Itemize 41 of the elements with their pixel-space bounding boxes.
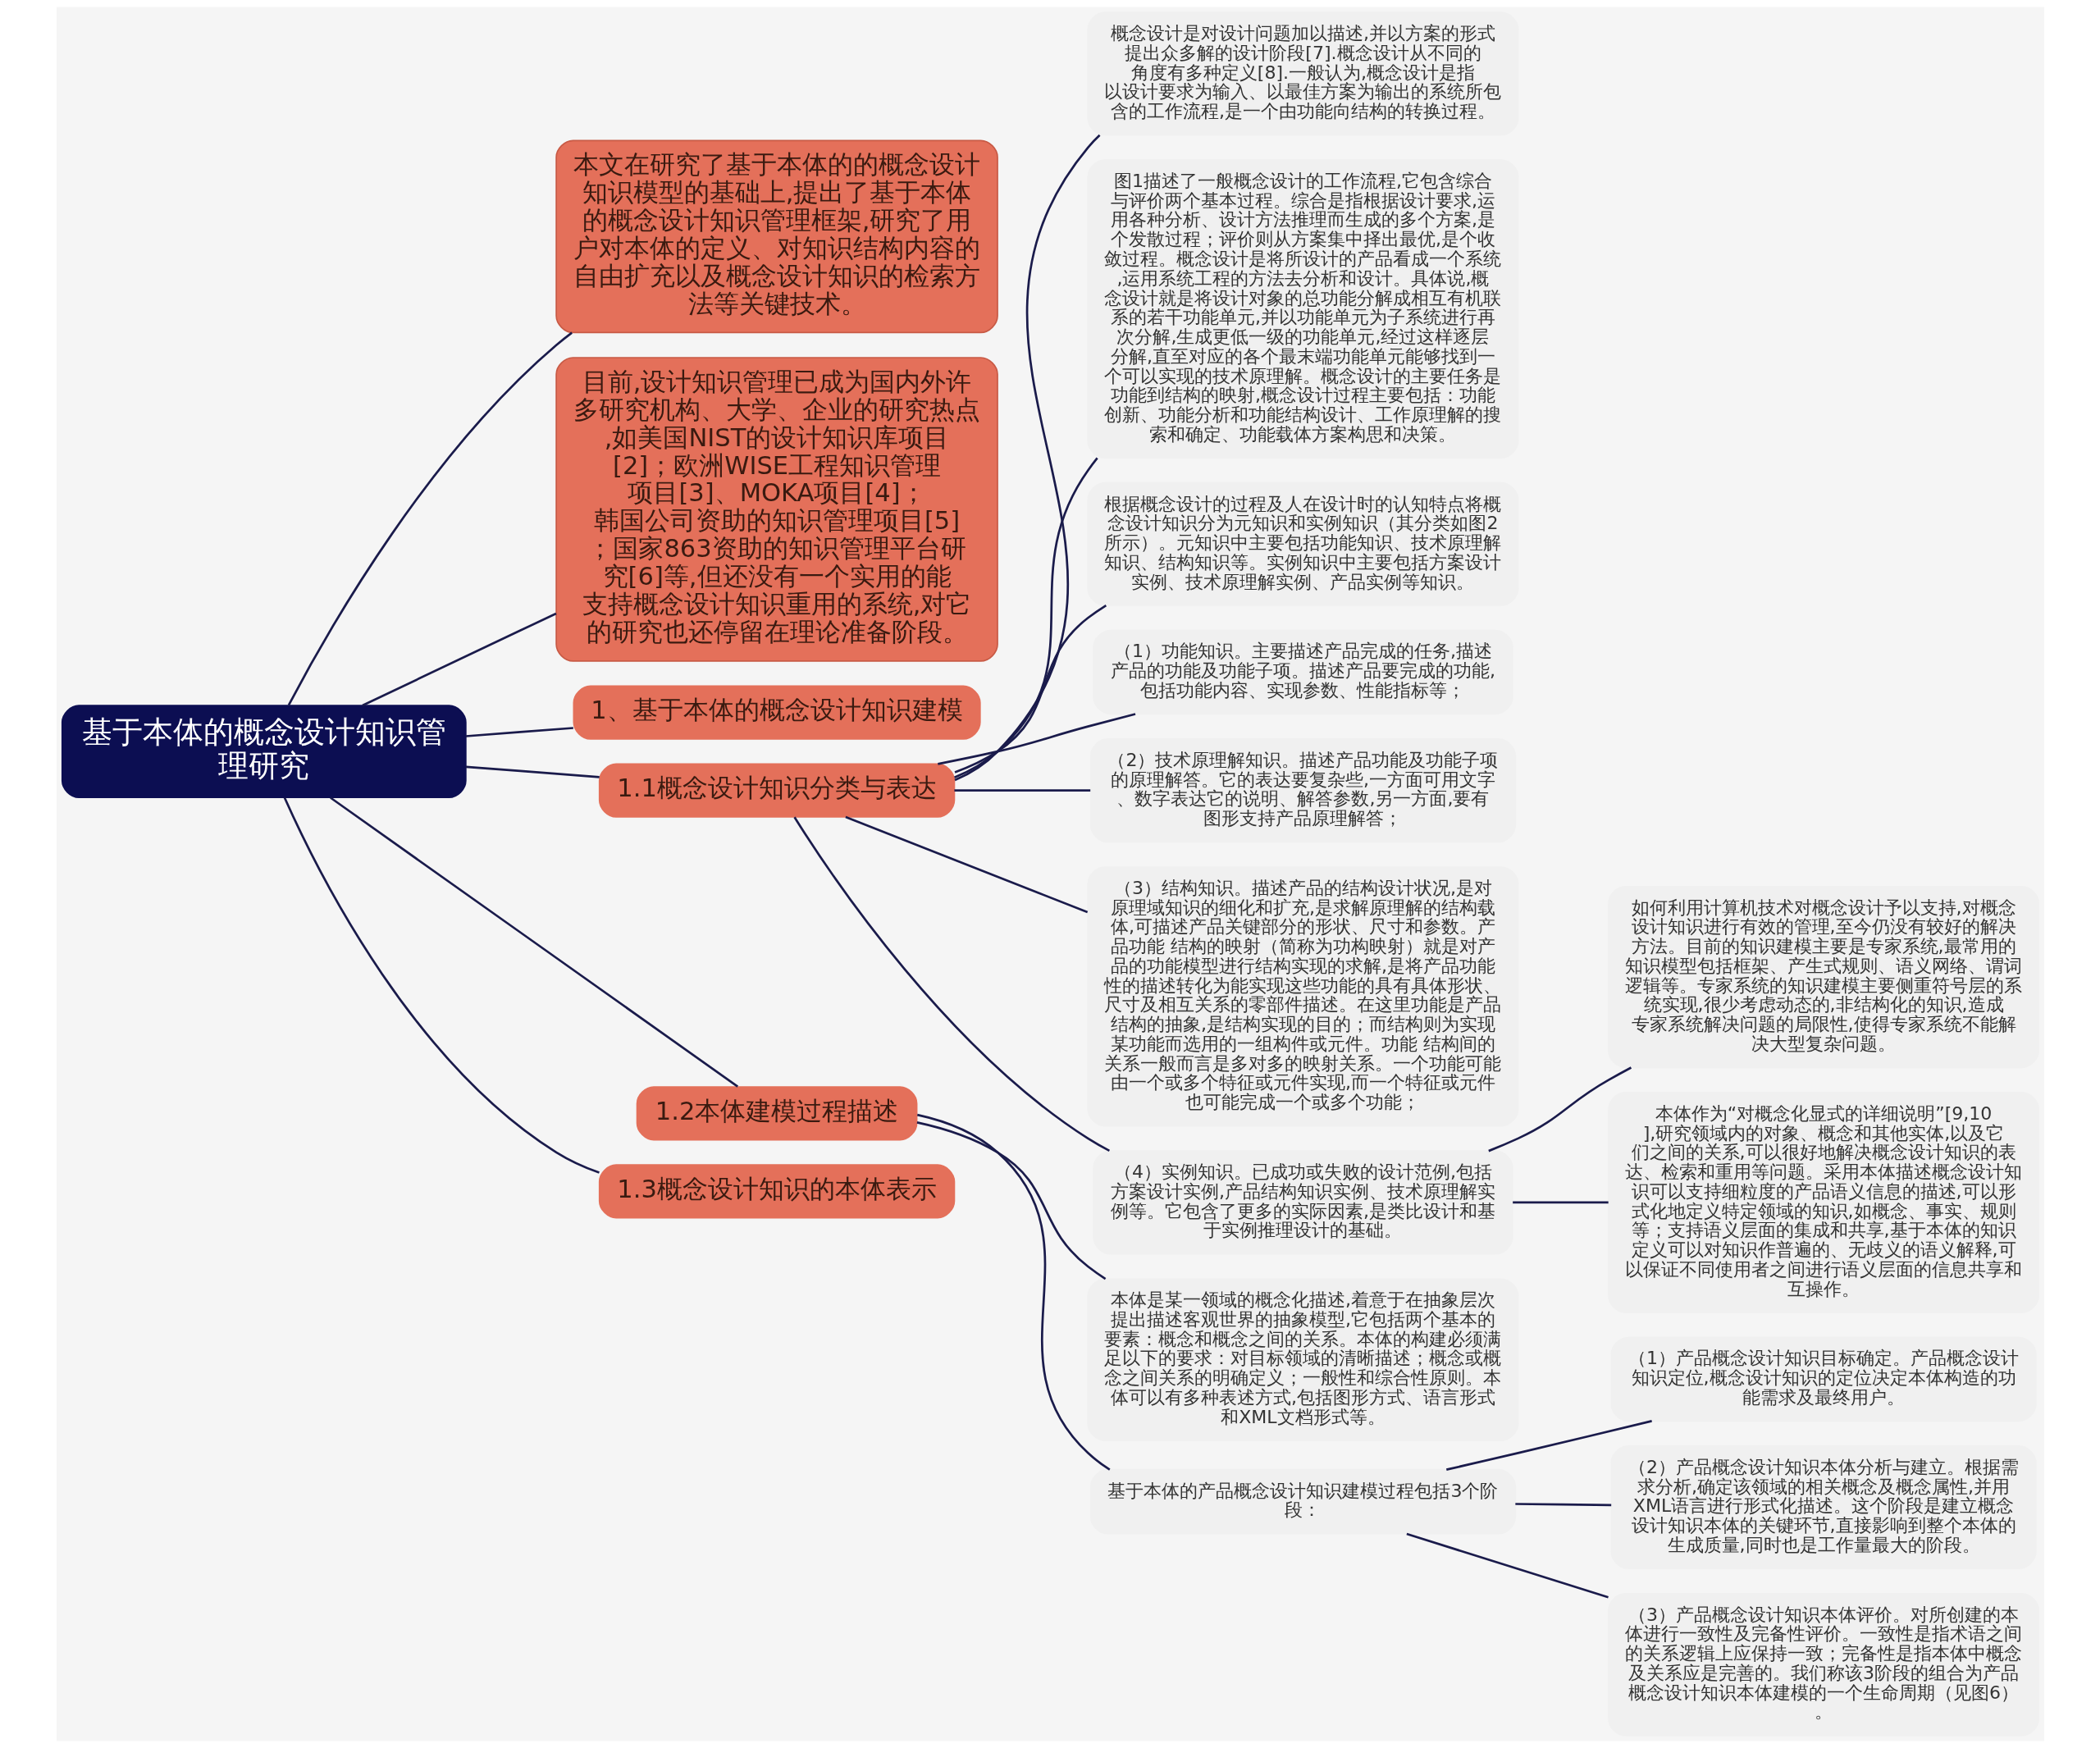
node-box: 1、基于本体的概念设计知识建模 — [573, 685, 981, 740]
connector — [844, 815, 1088, 914]
node-text: 本体作为“对概念化显式的详细说明”[9,10],研究领域内的对象、概念和其他实体,以及它们之间的关系,可以很好地解决概念设计知识的表达、检索和重用等问题。采用本体描述概念设计知识可以支持细粒度的产品语义信息的描述,可以形式化地定义特定领域的知识,如概念、事实、规则等；支持语义层面的集成和共享,基于本体的知识定义可以对知识作普遍的、无歧义的语义解释,可以保证不同使用者之间进行语义层面的信息共享和互操作。 — [1624, 1102, 2022, 1299]
node-text: （2）产品概念设计知识本体分析与建立。根据需求分析,确定该领域的相关概念及概念属性,并用XML语言进行形式化描述。这个阶段是建立概念设计知识本体的关键环节,直接影响到整个本体的生成质量,同时也是工作量最大的阶段。 — [1628, 1456, 2019, 1555]
node-text: （3）产品概念设计知识本体评价。对所创建的本体进行一致性及完备性评价。一致性是指术语之间的关系逻辑上应保持一致；完备性是指本体中概念及关系应是完善的。我们称该3阶段的组合为产品概念设计知识本体建模的一个生命周期（见图6）。 — [1624, 1604, 2022, 1723]
connector — [953, 134, 1101, 782]
connector — [361, 612, 556, 707]
node-box: 1.2本体建模过程描述 — [636, 1086, 917, 1141]
node-text: （4）实例知识。已成功或失败的设计范例,包括方案设计实例,产品结构知识实例、技术原理解实例等。它包含了更多的实际因素,是类比设计和基于实例推理设计的基础。 — [1110, 1162, 1495, 1241]
node-text: 本体是某一领域的概念化描述,着意于在抽象层次提出描述客观世界的抽象模型,它包括两个基本的要素：概念和概念之间的关系。本体的构建必须满足以下的要求：对目标领域的清晰描述；概念或概念之间关系的明确定义；一般性和综合性原则。本体可以有多种表述方式,包括图形方式、语言形式和XML文档形式等。 — [1103, 1289, 1501, 1427]
node-text: 基于本体的产品概念设计知识建模过程包括3个阶段： — [1107, 1480, 1498, 1521]
connector — [916, 1113, 1111, 1471]
connector — [1487, 1066, 1632, 1152]
node-text: 概念设计是对设计问题加以描述,并以方案的形式提出众多解的设计阶段[7].概念设计从不同的角度有多种定义[8].一般认为,概念设计是指以设计要求为输入、以最佳方案为输出的系统所包含的工作流程,是一个由功能向结构的转换过程。 — [1103, 23, 1501, 122]
connector — [1514, 1503, 1611, 1507]
node-text: 根据概念设计的过程及人在设计时的认知特点将概念设计知识分为元知识和实例知识（其分类如图2所示）。元知识中主要包括功能知识、技术原理解知识、结构知识等。实例知识中主要包括方案设计实例、技术原理解实例、产品实例等知识。 — [1103, 493, 1501, 592]
node-text: （1）产品概念设计知识目标确定。产品概念设计知识定位,概念设计知识的定位决定本体构造的功能需求及最终用户。 — [1628, 1348, 2019, 1408]
connector — [1405, 1532, 1609, 1599]
connector — [953, 457, 1098, 778]
connector — [954, 604, 1107, 774]
connector — [937, 713, 1135, 765]
connector — [465, 765, 600, 778]
node-box: 目前,设计知识管理已成为国内外许多研究机构、大学、企业的研究热点,如美国NIST的设计知识库项目[2]；欧洲WISE工程知识管理项目[3]、MOKA项目[4]；韩国公司资助的知识管理项目[5]；国家863资助的知识管理平台研究[6]等,但还没有一个实用的能支持概念设计知识重用的系统,对它的研究也还停留在理论准备阶段。 — [555, 357, 998, 662]
node-box: 1.3概念设计知识的本体表示 — [598, 1164, 955, 1219]
node-text: 如何利用计算机技术对概念设计予以支持,对概念设计知识进行有效的管理,至今仍没有较好的解决方法。目前的知识建模主要是专家系统,最常用的知识模型包括框架、产生式规则、语义网络、谓词逻辑等。专家系统的知识建模主要侧重符号层的系统实现,很少考虑动态的,非结构化的知识,造成专家系统解决问题的局限性,使得专家系统不能解决大型复杂问题。 — [1624, 897, 2022, 1054]
connector — [953, 789, 1090, 792]
connector — [287, 331, 573, 706]
connector — [329, 796, 738, 1088]
node-box: 本文在研究了基于本体的的概念设计知识模型的基础上,提出了基于本体的概念设计知识管理框架,研究了用户对本体的定义、对知识结构内容的自由扩充以及概念设计知识的检索方法等关键技术。 — [555, 139, 998, 334]
node-text: （3）结构知识。描述产品的结构设计状况,是对原理域知识的细化和扩充,是求解原理解的结构载体,可描述产品关键部分的形状、尺寸和参数。产品功能 结构的映射（简称为功构映射）就是对产品的功能模型进行结构实现的求解,是将产品功能性的描述转化为能实现这些功能的具有具体形状、尺寸及相互关系的零部件描述。在这里功能是产品结构的抽象,是结构实现的目的；而结构则为实现某功能而选用的一组构件或元件。功能 结构间的关系一般而言是多对多的映射关系。一个功能可能由一个或多个特征或元件实现,而一个特征或元件也可能完成一个或多个功能； — [1103, 877, 1501, 1113]
node-text: 图1描述了一般概念设计的工作流程,它包含综合与评价两个基本过程。综合是指根据设计要求,运用各种分析、设计方法推理而生成的多个方案,是个发散过程；评价则从方案集中择出最优,是个收敛过程。概念设计是将所设计的产品看成一个系统,运用系统工程的方法去分析和设计。具体说,概念设计就是将设计对象的总功能分解成相互有机联系的若干功能单元,并以功能单元为子系统进行再次分解,生成更低一级的功能单元,经过这样逐层分解,直至对应的各个最末端功能单元能够找到一个可以实现的技术原理解。概念设计的主要任务是功能到结构的映射,概念设计过程主要包括：功能创新、功能分析和功能结构设计、工作原理解的搜索和确定、功能载体方案构思和决策。 — [1103, 170, 1501, 445]
node-text: （2）技术原理解知识。描述产品功能及功能子项的原理解答。它的表达要复杂些,一方面可用文字、数字表达它的说明、解答参数,另一方面,要有图形支持产品原理解答； — [1107, 749, 1498, 829]
node-text: （1）功能知识。主要描述产品完成的任务,描述产品的功能及功能子项。描述产品要完成的功能,包括功能内容、实现参数、性能指标等； — [1110, 641, 1495, 701]
connector — [1512, 1201, 1609, 1204]
node-box: 基于本体的概念设计知识管理研究 — [61, 705, 467, 799]
connector — [1445, 1420, 1652, 1471]
connector — [792, 816, 1110, 1152]
connector — [465, 727, 573, 737]
connector — [916, 1121, 1106, 1280]
node-box: 1.1概念设计知识分类与表达 — [598, 763, 955, 818]
connector — [283, 796, 600, 1174]
